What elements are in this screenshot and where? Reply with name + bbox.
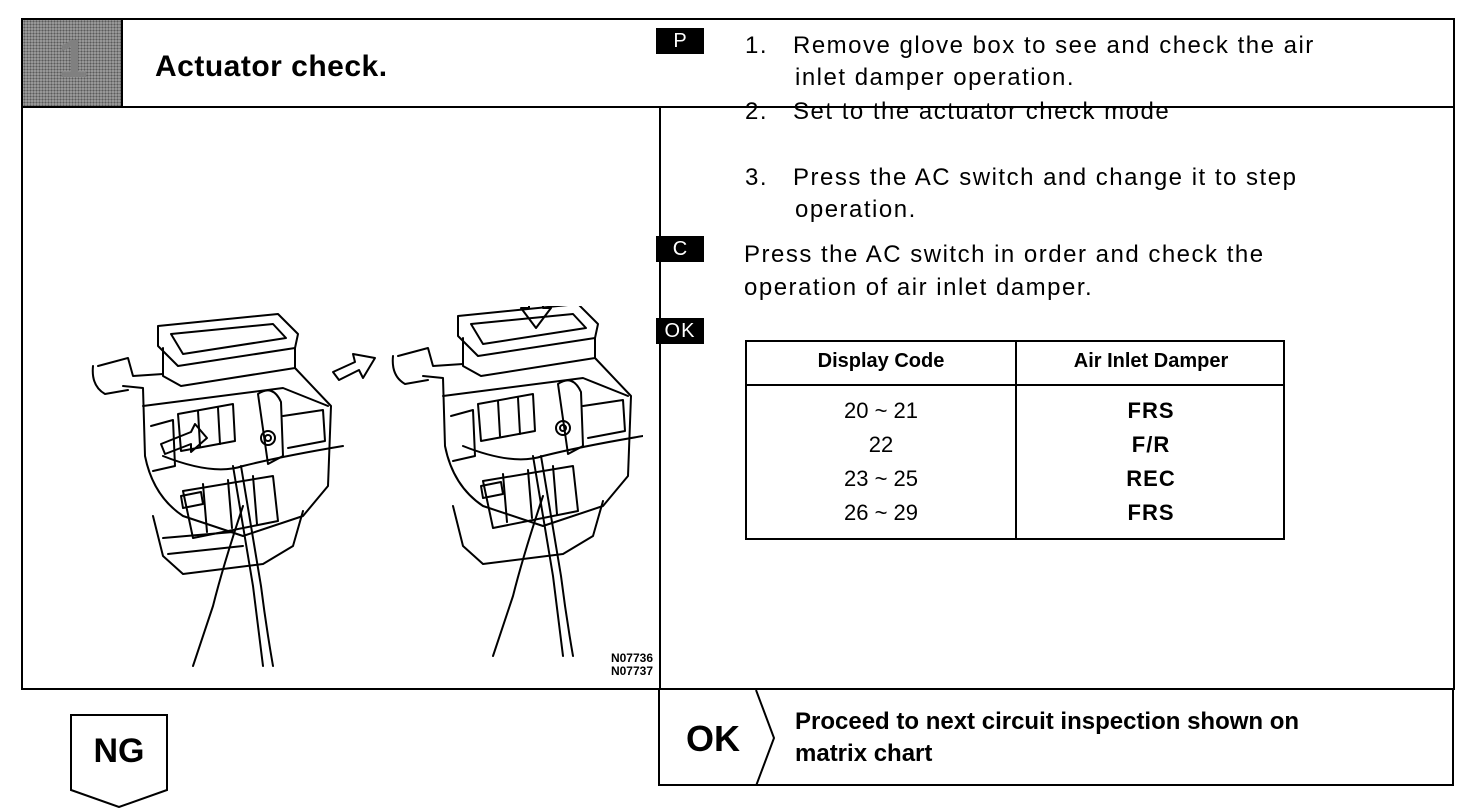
table-cell: FRS bbox=[1127, 398, 1175, 423]
heater-unit-left-illustration bbox=[91, 313, 376, 667]
figure-code: N07737 bbox=[610, 664, 653, 678]
table-column-divider bbox=[1015, 342, 1017, 538]
step-1-text-line1: Remove glove box to see and check the ai… bbox=[793, 32, 1315, 59]
ng-label: NG bbox=[93, 732, 145, 770]
ok-result-label: OK bbox=[686, 718, 740, 759]
step-3-text-line2: operation. bbox=[795, 196, 917, 223]
table-header-display-code: Display Code bbox=[817, 350, 945, 372]
damper-table: Display Code Air Inlet Damper 20 ~ 21 22… bbox=[745, 340, 1285, 540]
ok-tag: OK bbox=[656, 318, 704, 344]
ok-result-line1: Proceed to next circuit inspection shown… bbox=[795, 708, 1300, 735]
table-column-display-code: 20 ~ 21 22 23 ~ 25 26 ~ 29 bbox=[747, 394, 1015, 530]
ng-result-box bbox=[70, 714, 168, 808]
figure-code: N07736 bbox=[610, 651, 653, 665]
step-1-number: 1. bbox=[745, 32, 769, 59]
actuator-illustration bbox=[91, 306, 643, 667]
ok-result-line2: matrix chart bbox=[795, 740, 933, 767]
check-line2: operation of air inlet damper. bbox=[744, 274, 1094, 301]
check-line1: Press the AC switch in order and check t… bbox=[744, 241, 1265, 268]
figure-code-labels: N07736 N07737 bbox=[583, 652, 653, 678]
step-2-text: Set to the actuator check mode bbox=[793, 98, 1171, 125]
page-title: Actuator check. bbox=[155, 50, 388, 83]
main-section: N07736 N07737 bbox=[21, 106, 1455, 690]
step-header: 1 Actuator check. bbox=[21, 18, 1455, 108]
procedure-step-3: 3. Press the AC switch and change it to s… bbox=[745, 162, 1425, 226]
step-number: 1 bbox=[57, 29, 89, 89]
step-number-box: 1 bbox=[23, 20, 123, 106]
check-tag: C bbox=[656, 236, 704, 262]
table-cell: 26 ~ 29 bbox=[843, 500, 918, 525]
ok-result-text: Proceed to next circuit inspection shown… bbox=[795, 706, 1299, 770]
column-divider bbox=[659, 106, 661, 688]
table-column-air-inlet-damper: FRS F/R REC FRS bbox=[1017, 394, 1285, 530]
check-instruction: Press the AC switch in order and check t… bbox=[744, 238, 1424, 304]
step-3-text-line1: Press the AC switch and change it to ste… bbox=[793, 164, 1298, 191]
table-cell: 23 ~ 25 bbox=[843, 466, 918, 491]
procedure-step-1: 1. Remove glove box to see and check the … bbox=[745, 30, 1425, 94]
table-cell: REC bbox=[1126, 466, 1176, 491]
table-cell: 22 bbox=[868, 432, 894, 457]
table-cell: F/R bbox=[1131, 432, 1171, 457]
table-cell: 20 ~ 21 bbox=[843, 398, 918, 423]
step-1-text-line2: inlet damper operation. bbox=[795, 64, 1075, 91]
table-cell: FRS bbox=[1127, 500, 1175, 525]
ok-result-box bbox=[658, 690, 1454, 786]
ok-chevron-icon bbox=[755, 690, 776, 786]
procedure-step-2: 2. Set to the actuator check mode bbox=[745, 96, 1170, 128]
step-3-number: 3. bbox=[745, 164, 769, 191]
procedure-tag: P bbox=[656, 28, 704, 54]
heater-unit-right-illustration bbox=[391, 306, 643, 657]
table-header-air-inlet-damper: Air Inlet Damper bbox=[1073, 350, 1229, 372]
step-2-number: 2. bbox=[745, 98, 769, 125]
